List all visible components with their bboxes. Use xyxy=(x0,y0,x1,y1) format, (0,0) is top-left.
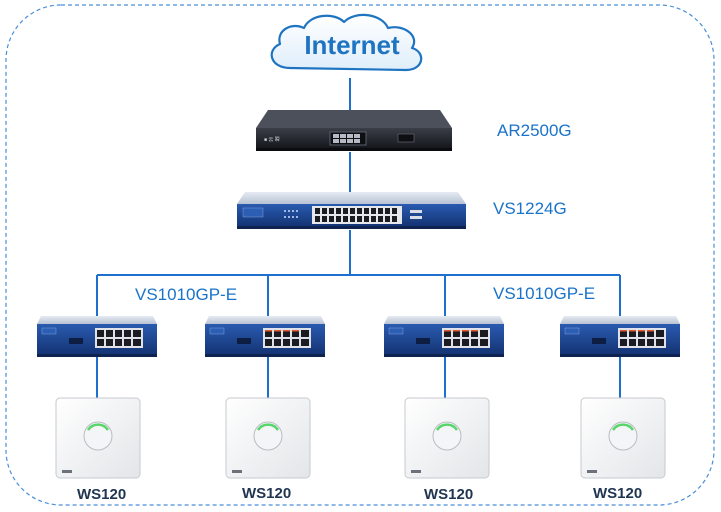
core-switch-device-icon xyxy=(237,192,466,229)
access-point-label-3: WS120 xyxy=(424,486,474,503)
access-point-label-2: WS120 xyxy=(242,485,292,502)
access-point-icon-2 xyxy=(225,397,311,479)
router-label: AR2500G xyxy=(497,121,572,140)
router-device-icon: ■ 云 瞬 xyxy=(256,110,452,151)
access-point-label-1: WS120 xyxy=(77,486,127,503)
access-point-icon-4 xyxy=(580,397,666,479)
svg-text:■ 云 瞬: ■ 云 瞬 xyxy=(264,136,280,143)
access-point-icon-1 xyxy=(55,397,141,479)
dashed-boundary xyxy=(5,4,715,506)
poe-switch-label-left: VS1010GP-E xyxy=(135,285,238,304)
access-point-label-4: WS120 xyxy=(593,485,643,502)
access-point-icon-3 xyxy=(404,397,490,479)
poe-switch-label-right: VS1010GP-E xyxy=(493,284,596,303)
connection-lines xyxy=(96,78,621,398)
core-switch-label: VS1224G xyxy=(493,199,567,218)
poe-switch-icon-3 xyxy=(384,316,504,357)
poe-switch-icon-1 xyxy=(37,316,157,357)
internet-label: Internet xyxy=(304,30,400,60)
poe-switch-icon-2 xyxy=(205,316,325,357)
internet-cloud-icon xyxy=(270,13,423,72)
poe-switch-icon-4 xyxy=(560,316,680,357)
